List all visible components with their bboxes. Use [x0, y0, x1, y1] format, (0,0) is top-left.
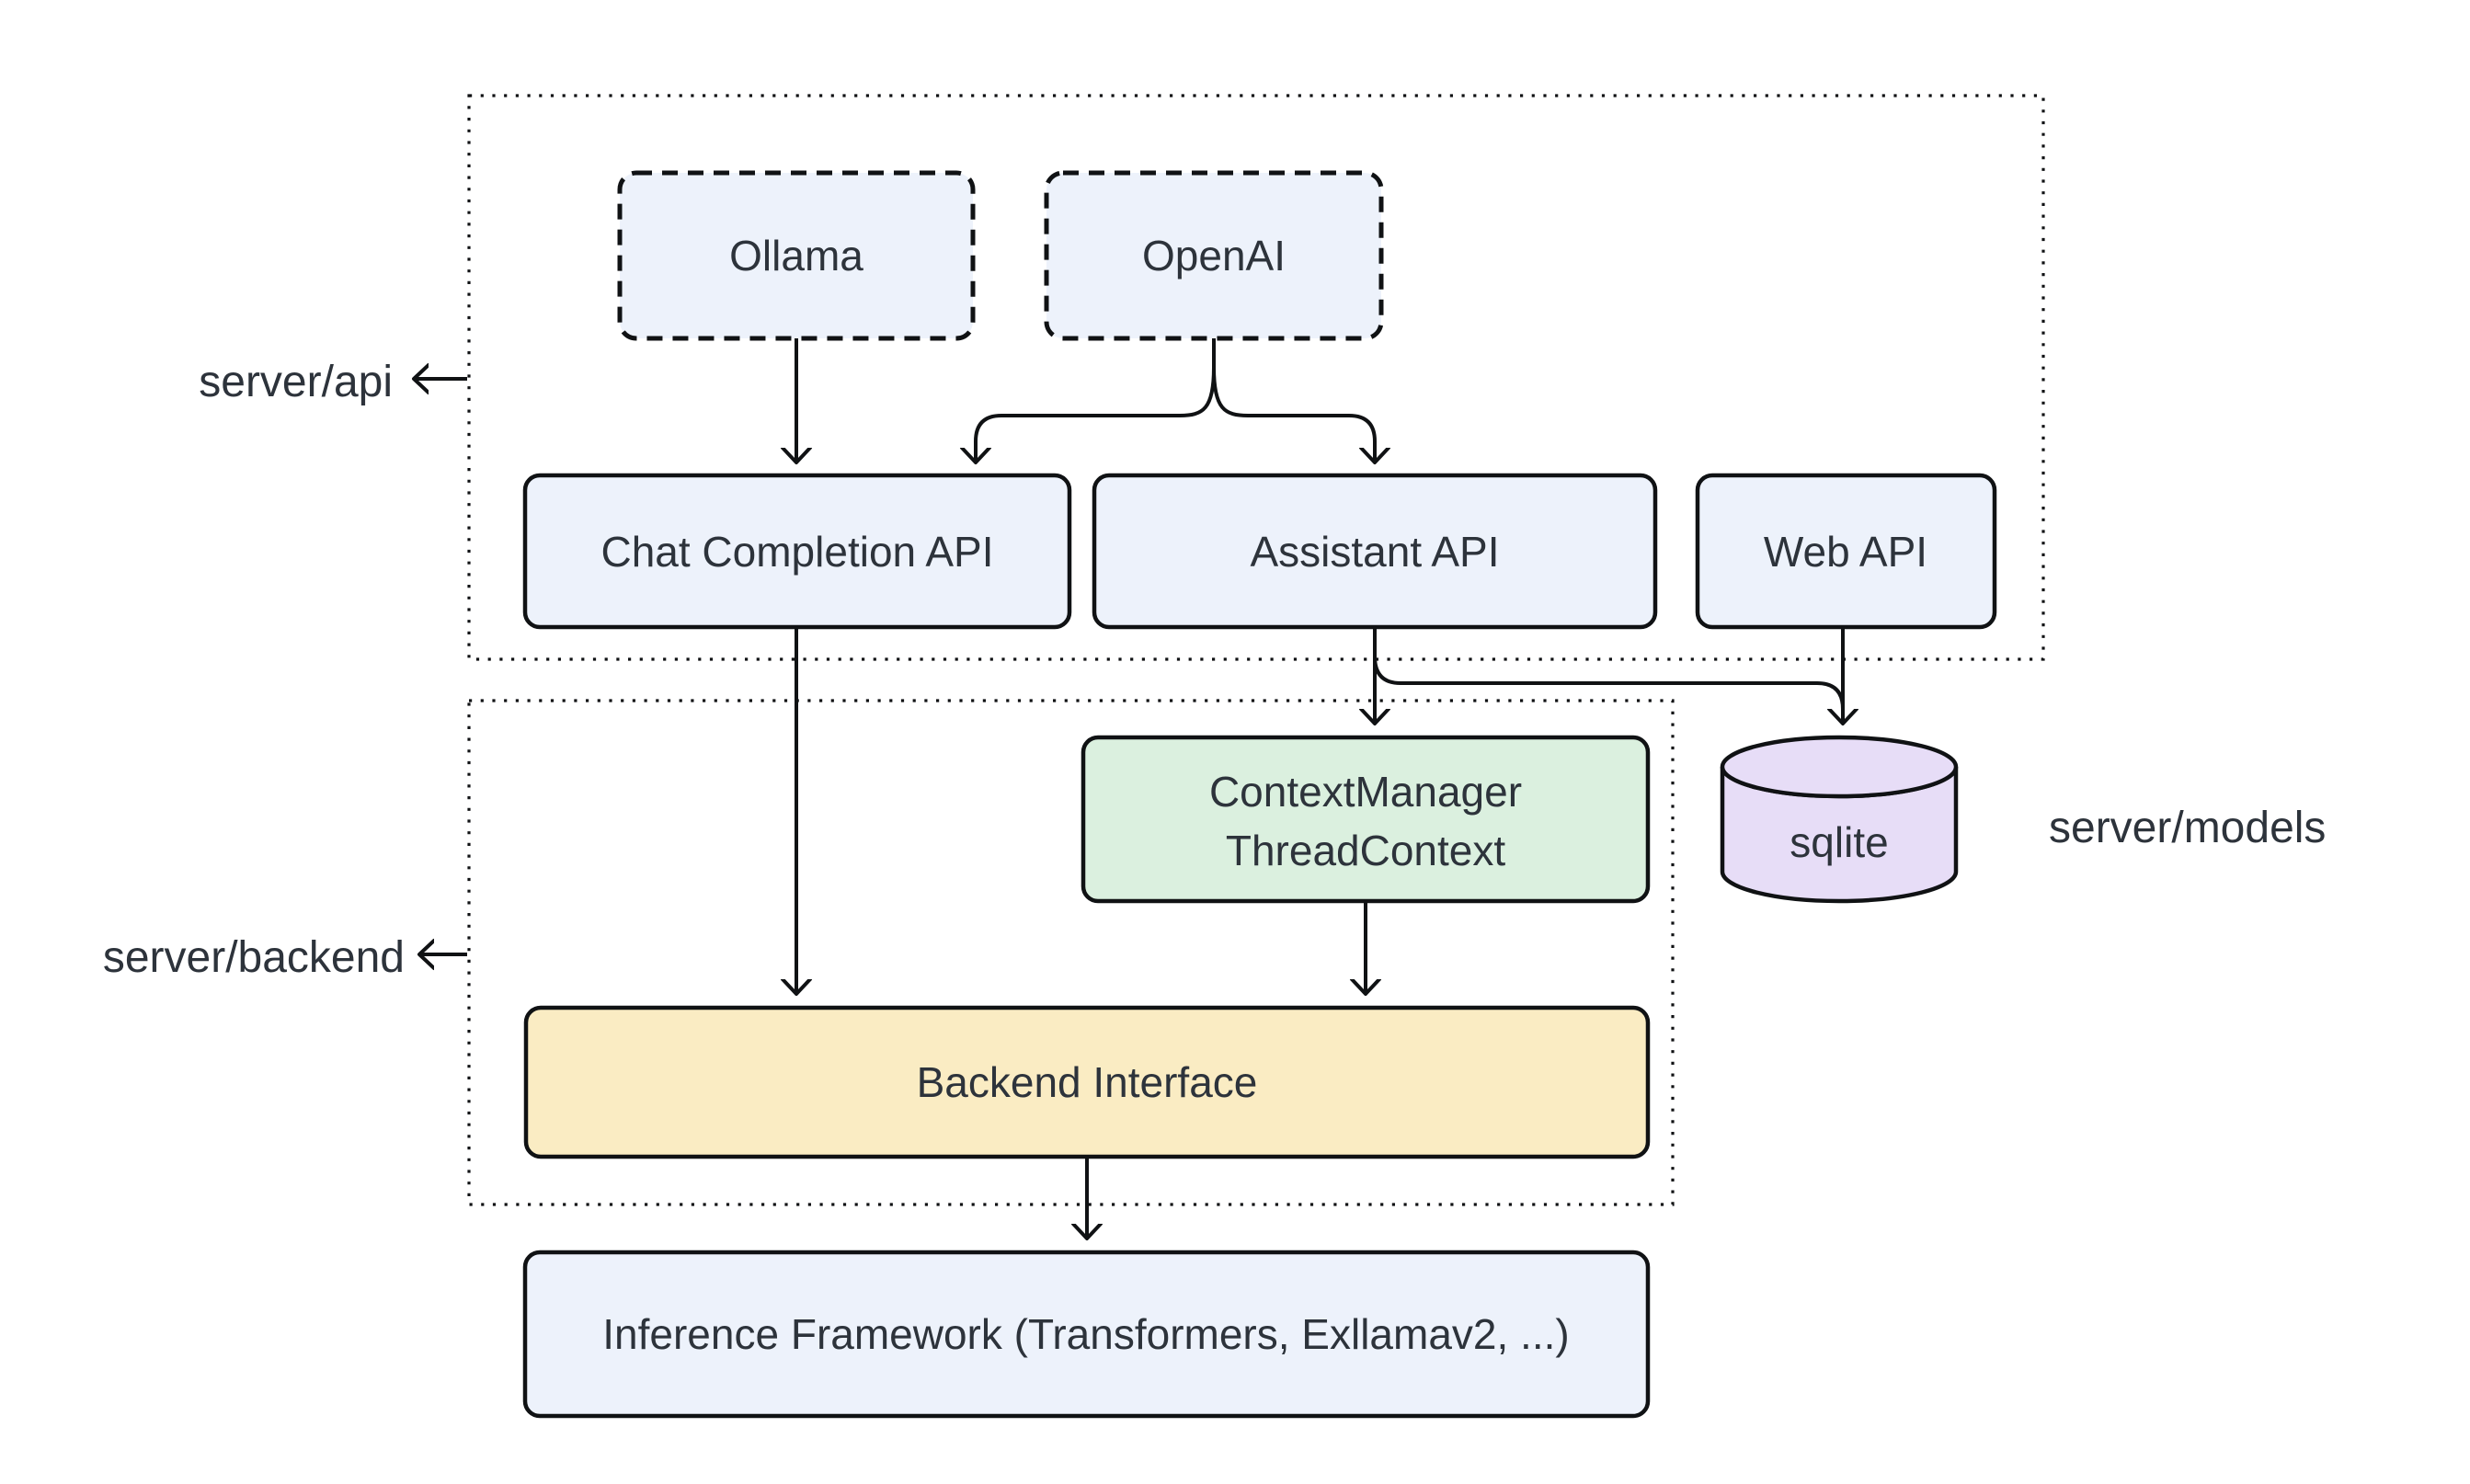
openai-box — [1044, 170, 1384, 341]
context-manager-label-line2: ThreadContext — [1226, 827, 1505, 874]
web-api-label: Web API — [1764, 528, 1927, 576]
node-chat-completion-api: Chat Completion API — [522, 473, 1072, 630]
backend-interface-box — [523, 1005, 1651, 1159]
chat-completion-api-label: Chat Completion API — [600, 528, 993, 576]
sqlite-cylinder-top — [1720, 735, 1959, 799]
node-sqlite: sqlite — [1720, 735, 1959, 904]
assistant-api-label: Assistant API — [1250, 528, 1499, 576]
ollama-box — [617, 170, 976, 341]
edge-openai-to-chat-completion — [976, 367, 1216, 462]
inference-framework-box — [522, 1250, 1651, 1419]
node-backend-interface: Backend Interface — [523, 1005, 1651, 1159]
node-inference-framework: Inference Framework (Transformers, Exlla… — [522, 1250, 1651, 1419]
chat-completion-api-box — [522, 473, 1072, 630]
server-models-label: server/models — [2049, 804, 2326, 852]
node-web-api: Web API — [1695, 473, 1997, 630]
inference-framework-label: Inference Framework (Transformers, Exlla… — [602, 1310, 1569, 1358]
server-backend-label: server/backend — [103, 933, 405, 982]
edge-openai-to-assistant — [1212, 367, 1375, 462]
node-context-manager: ContextManager ThreadContext — [1081, 735, 1651, 904]
node-ollama: Ollama — [617, 170, 976, 341]
node-openai: OpenAI — [1044, 170, 1384, 341]
context-manager-label-line1: ContextManager — [1209, 768, 1522, 816]
assistant-api-box — [1092, 473, 1658, 630]
server-api-group-box — [467, 94, 2045, 661]
server-api-label: server/api — [199, 358, 393, 406]
web-api-box — [1695, 473, 1997, 630]
openai-label: OpenAI — [1142, 232, 1286, 280]
node-assistant-api: Assistant API — [1092, 473, 1658, 630]
edge-assistant-to-sqlite — [1373, 656, 1845, 711]
sqlite-label: sqlite — [1790, 818, 1888, 866]
ollama-label: Ollama — [729, 232, 863, 280]
context-manager-box — [1081, 735, 1651, 904]
backend-interface-label: Backend Interface — [917, 1058, 1258, 1106]
